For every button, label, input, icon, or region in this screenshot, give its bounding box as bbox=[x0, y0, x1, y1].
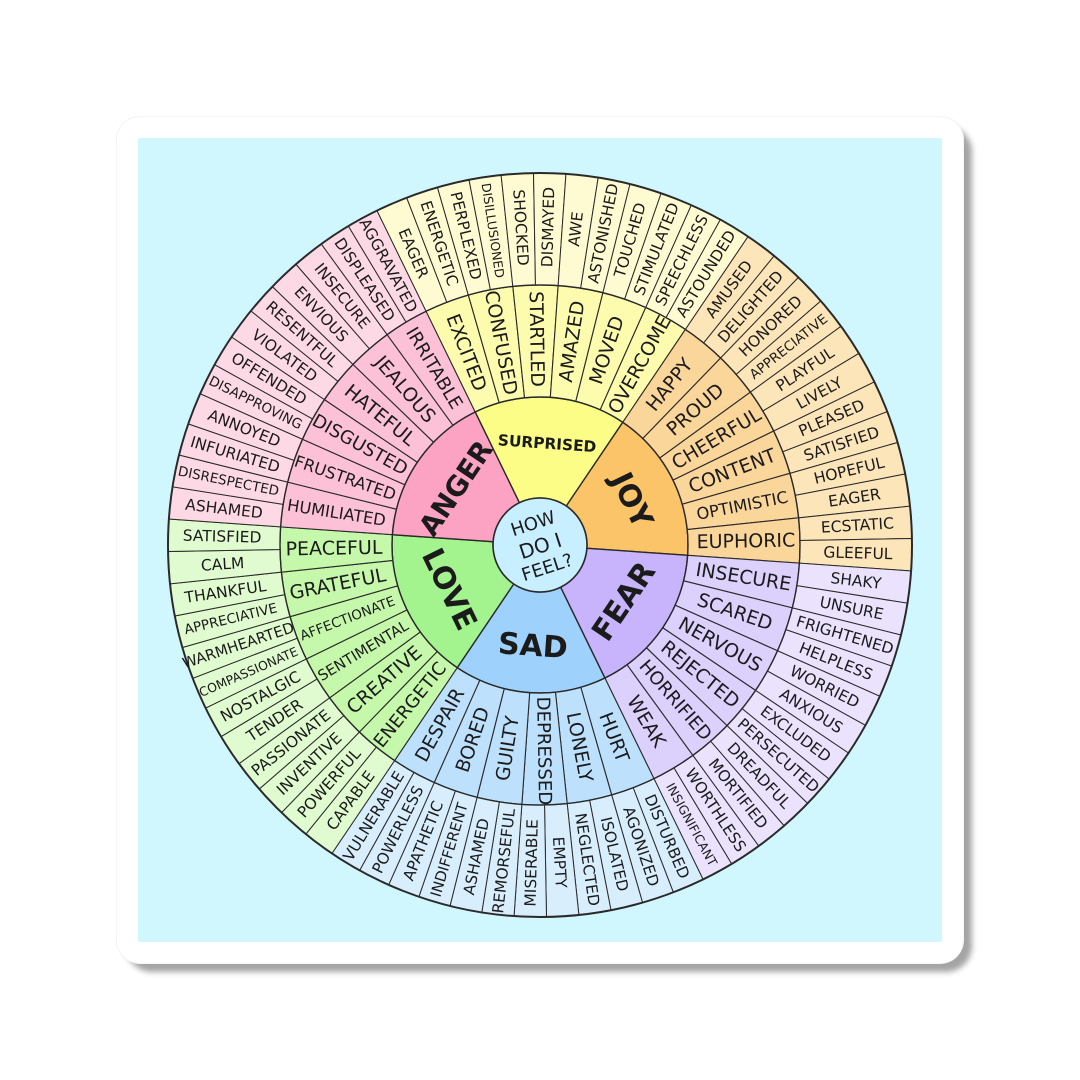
label-mid-peaceful: PEACEFUL bbox=[285, 537, 383, 561]
label-mid-startled: STARTLED bbox=[525, 291, 549, 387]
label-outer-ecstatic: ECSTATIC bbox=[820, 514, 894, 536]
ring-outline bbox=[391, 396, 689, 694]
wheel-dividers bbox=[167, 172, 913, 918]
label-outer-dismayed: DISMAYED bbox=[538, 187, 558, 268]
wheel-hub: HOW DO I FEEL? bbox=[492, 497, 588, 593]
ring-outline bbox=[279, 284, 801, 806]
ring-outline bbox=[167, 172, 913, 918]
label-outer-miserable: MISERABLE bbox=[522, 819, 542, 907]
label-outer-shaky: SHAKY bbox=[830, 569, 883, 593]
label-outer-gleeful: GLEEFUL bbox=[823, 543, 893, 563]
label-outer-shocked: SHOCKED bbox=[509, 189, 532, 266]
wheel-sectors bbox=[167, 172, 913, 918]
hub-circle bbox=[492, 497, 588, 593]
label-mid-euphoric: EUPHORIC bbox=[696, 530, 795, 554]
label-outer-calm: CALM bbox=[200, 554, 244, 575]
label-outer-empty: EMPTY bbox=[549, 836, 570, 889]
label-outer-satisfied: SATISFIED bbox=[183, 527, 262, 547]
label-mid-depressed: DEPRESSED bbox=[532, 696, 555, 805]
label-outer-awe: AWE bbox=[565, 211, 587, 248]
label-core-sad: SAD bbox=[497, 626, 569, 666]
